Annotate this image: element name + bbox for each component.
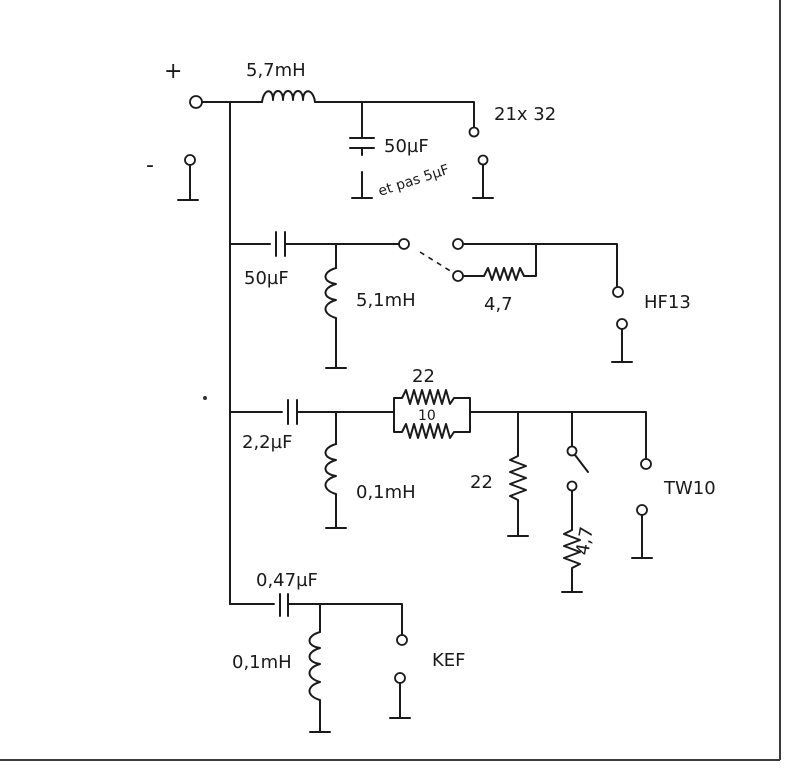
main-out-minus-terminal-icon bbox=[477, 154, 489, 166]
main-capacitor-note: et pas 5µF bbox=[376, 162, 451, 200]
kef-capacitor-label: 0,47µF bbox=[256, 570, 318, 591]
tw10-switched-resistor-label: 4,7 bbox=[572, 525, 598, 557]
hf13-capacitor-label: 50µF bbox=[244, 268, 289, 289]
tw10-capacitor-icon bbox=[229, 399, 395, 425]
kef-out-minus-terminal-icon bbox=[394, 672, 406, 684]
tw10-branch: 2,2µF 0,1mH 22 10 22 4,7 TW10 bbox=[229, 366, 716, 593]
input-negative-terminal: - bbox=[146, 153, 199, 201]
main-inductor-icon bbox=[261, 90, 316, 103]
tw10-switch-b-icon bbox=[566, 480, 578, 492]
hf13-out-ground-icon bbox=[611, 328, 633, 363]
hf13-switch-contact-icon bbox=[398, 238, 410, 250]
main-capacitor-label: 50µF bbox=[384, 136, 429, 157]
main-capacitor-icon bbox=[349, 101, 375, 199]
kef-capacitor-icon bbox=[229, 593, 403, 635]
tw10-out-plus-terminal-icon bbox=[640, 458, 652, 470]
main-inductor-label: 5,7mH bbox=[246, 60, 306, 81]
tw10-inductor-label: 0,1mH bbox=[356, 482, 416, 503]
main-out-plus-terminal-icon bbox=[468, 126, 480, 138]
tw10-series-top-label: 22 bbox=[412, 366, 435, 387]
main-output-label: 21x 32 bbox=[494, 104, 556, 125]
tw10-capacitor-label: 2,2µF bbox=[242, 432, 292, 453]
kef-inductor-icon bbox=[308, 631, 331, 733]
main-top-wire bbox=[314, 101, 475, 129]
plus-label: + bbox=[164, 59, 182, 84]
tw10-shunt-resistor-icon bbox=[507, 411, 529, 537]
tw10-out-ground-icon bbox=[631, 514, 653, 559]
tw10-switch-lever-icon bbox=[574, 454, 589, 473]
hf13-inductor-label: 5,1mH bbox=[356, 290, 416, 311]
stray-mark bbox=[203, 396, 207, 400]
plus-terminal-icon bbox=[189, 95, 203, 109]
tw10-output-label: TW10 bbox=[663, 478, 716, 499]
tw10-series-bottom-label: 10 bbox=[418, 408, 436, 424]
tw10-out-minus-terminal-icon bbox=[636, 504, 648, 516]
hf13-out-minus-terminal-icon bbox=[616, 318, 628, 330]
kef-out-plus-terminal-icon bbox=[396, 634, 408, 646]
hf13-capacitor-icon bbox=[229, 231, 399, 257]
tw10-shunt-resistor-label: 22 bbox=[470, 472, 493, 493]
input-positive-terminal: + bbox=[164, 59, 203, 109]
hf13-branch: 50µF 5,1mH 4,7 HF13 bbox=[229, 231, 691, 369]
hf13-resistor-icon bbox=[462, 243, 537, 281]
hf13-output-label: HF13 bbox=[644, 292, 691, 313]
kef-branch: 0,47µF 0,1mH KEF bbox=[229, 570, 466, 733]
kef-inductor-label: 0,1mH bbox=[232, 652, 292, 673]
tw10-switched-resistor-icon bbox=[561, 490, 583, 593]
tw10-series-resistors-icon bbox=[393, 389, 647, 459]
hf13-switch-link-icon bbox=[419, 251, 453, 273]
main-bus-wire bbox=[201, 101, 263, 605]
main-out-ground-icon bbox=[472, 164, 494, 199]
hf13-inductor-icon bbox=[324, 267, 347, 369]
kef-output-label: KEF bbox=[432, 650, 466, 671]
ground-icon bbox=[177, 164, 199, 201]
tw10-switch-a-icon bbox=[566, 445, 578, 457]
hf13-switch-b-icon bbox=[452, 270, 464, 282]
hf13-out-plus-terminal-icon bbox=[612, 286, 624, 298]
tw10-inductor-icon bbox=[324, 443, 347, 529]
hf13-top-wire bbox=[462, 243, 618, 287]
kef-out-ground-icon bbox=[389, 682, 411, 719]
main-branch: 5,7mH 50µF et pas 5µF 21x 32 bbox=[246, 60, 556, 200]
minus-terminal-icon bbox=[184, 154, 196, 166]
hf13-resistor-label: 4,7 bbox=[484, 294, 513, 315]
hf13-switch-a-icon bbox=[452, 238, 464, 250]
minus-label: - bbox=[146, 153, 154, 178]
